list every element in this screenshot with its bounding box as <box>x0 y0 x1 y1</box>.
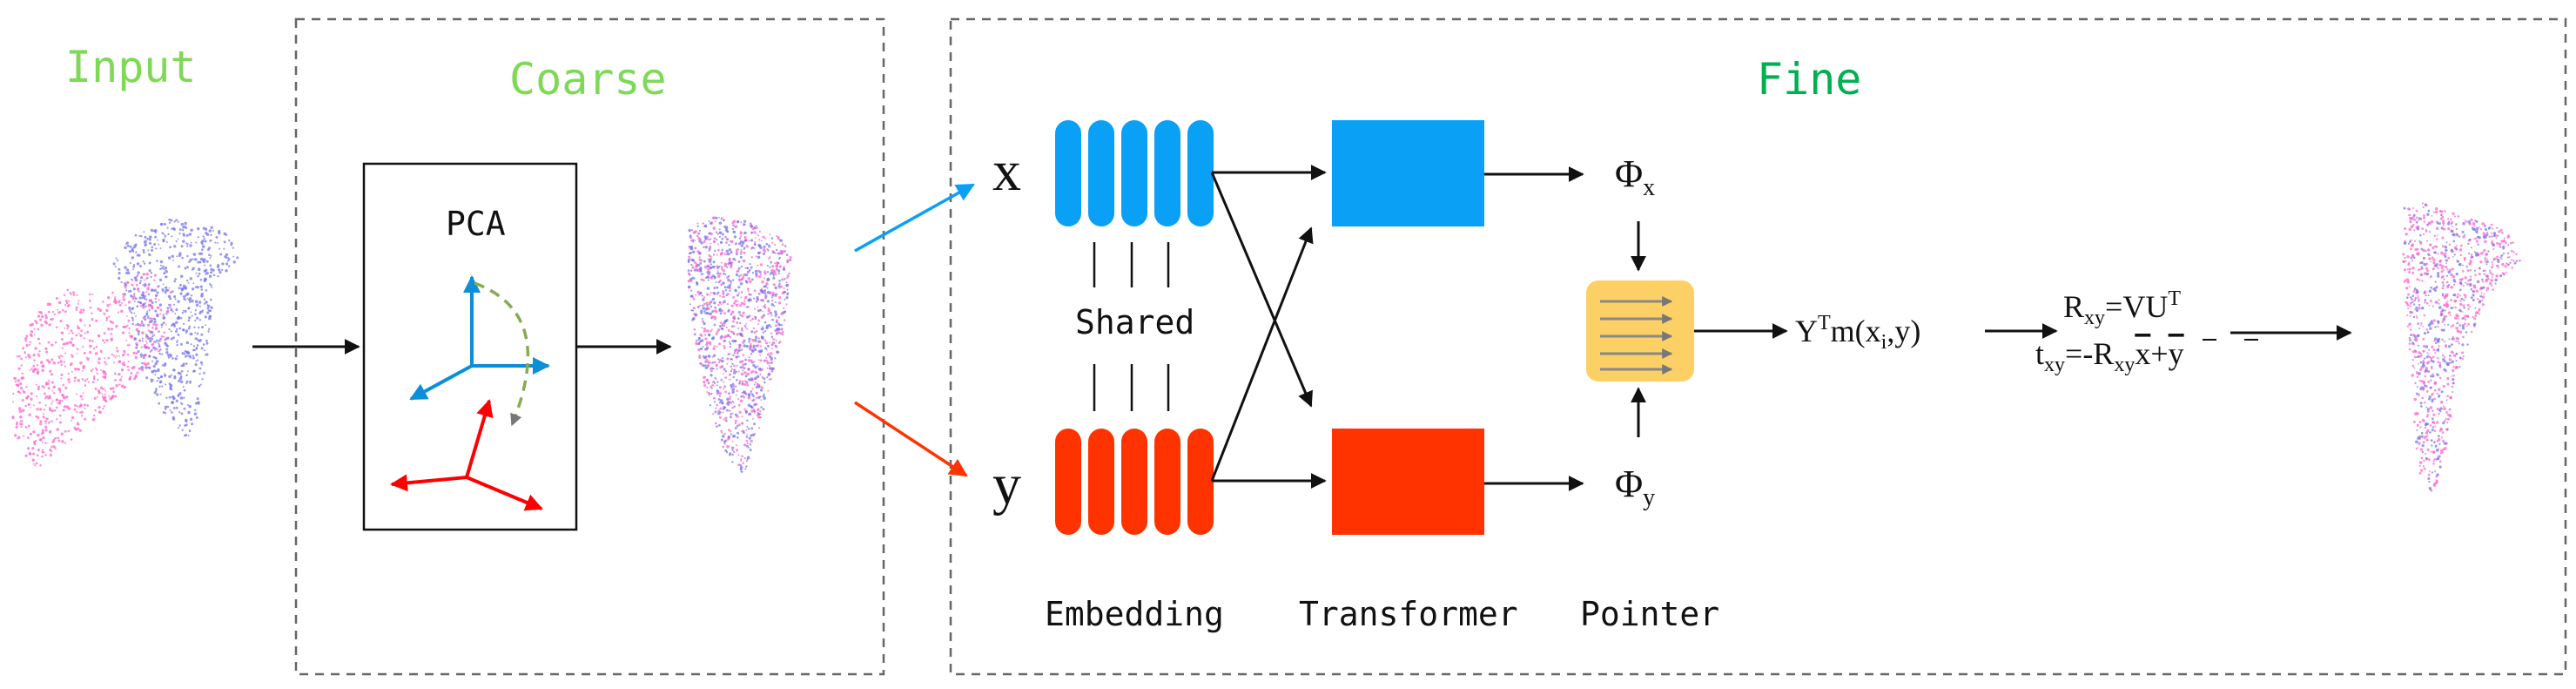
fine-stage-title: Fine <box>1757 54 1861 105</box>
embedding-label: Embedding <box>1045 595 1224 633</box>
embedding-y-block <box>1055 429 1214 535</box>
transformer-x-block <box>1332 120 1484 226</box>
output-point-cloud-icon <box>2402 202 2521 492</box>
coarse-point-cloud-icon <box>687 216 792 473</box>
coarse-stage-box <box>294 17 885 676</box>
soft-match-expression: YTm(xi,y) <box>1795 312 1920 354</box>
shared-label: Shared <box>1075 303 1194 341</box>
transformer-y-block <box>1332 429 1484 535</box>
pointer-block <box>1586 280 1694 382</box>
fine-stage-box <box>949 17 2567 676</box>
embedding-x-block <box>1055 120 1214 226</box>
rotation-equation: Rxy=VUT <box>2063 287 2181 329</box>
phi-x-label: Φx <box>1615 152 1655 201</box>
coarse-to-y-arrow-icon <box>854 401 968 477</box>
pca-axes-icon <box>390 275 550 511</box>
input-y-label: y <box>992 453 1021 517</box>
shared-weight-lines <box>1093 242 1170 411</box>
pointer-label: Pointer <box>1580 595 1719 633</box>
phi-y-label: Φy <box>1615 463 1655 511</box>
input-point-cloud-icon <box>11 218 239 467</box>
coarse-to-x-arrow-icon <box>854 183 975 253</box>
coarse-stage-title: Coarse <box>509 54 667 105</box>
transformer-label: Transformer <box>1299 595 1518 633</box>
translation-equation: txy=-Rxyx+y <box>2035 336 2184 376</box>
input-stage-title: Input <box>65 42 197 92</box>
pca-label: PCA <box>446 205 506 243</box>
input-x-label: x <box>992 139 1021 203</box>
embedding-to-transformer-arrows <box>1210 165 1327 489</box>
